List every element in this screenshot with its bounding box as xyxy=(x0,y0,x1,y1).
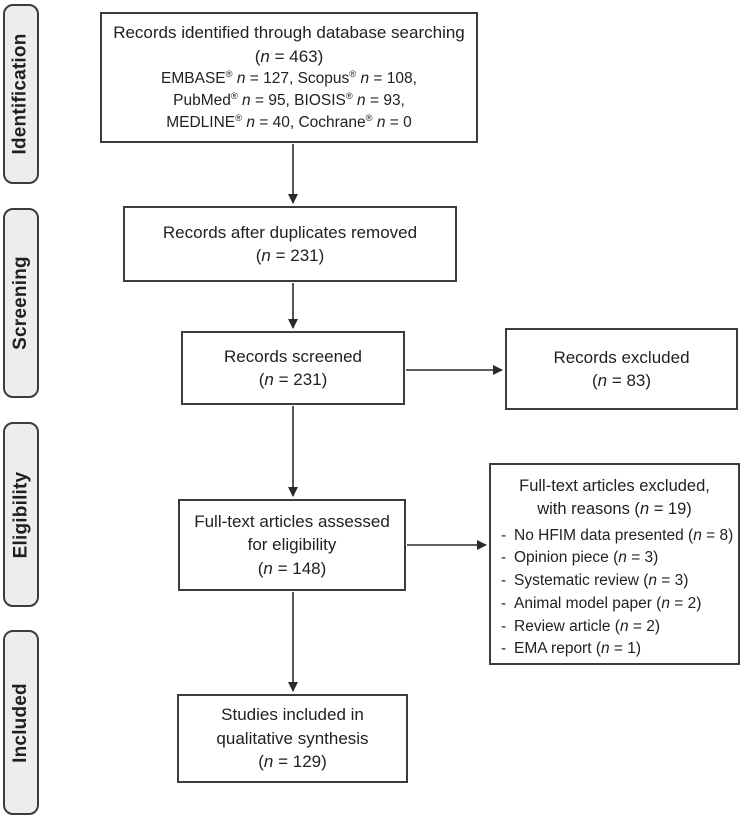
fulltext-excluded-title-line: Full-text articles excluded, xyxy=(519,477,710,495)
fulltext-assessed-title-line: for eligibility xyxy=(247,535,337,555)
reason-text: EMA report (n = 1) xyxy=(514,640,642,658)
stage-eligibility-label: Eligibility xyxy=(10,471,31,558)
fulltext-assessed-count: (n = 148) xyxy=(257,558,327,578)
stage-screening-label: Screening xyxy=(10,256,32,350)
reason-bullet: - xyxy=(501,572,507,590)
studies-included-count: (n = 129) xyxy=(258,752,327,772)
reason-text: Systematic review (n = 3) xyxy=(514,572,689,590)
box-records-screened: Records screened (n = 231) xyxy=(181,331,405,405)
records-screened-count: (n = 231) xyxy=(258,370,328,389)
stage-included: Included xyxy=(3,630,39,815)
reason-bullet: - xyxy=(501,640,507,658)
box-studies-included: Studies included in qualitative synthesi… xyxy=(177,694,408,783)
exclusion-reason: - Opinion piece (n = 3) xyxy=(501,547,732,570)
fulltext-excluded-reason-list: - No HFIM data presented (n = 8) - Opini… xyxy=(491,521,738,662)
records-identified-sources-line: MEDLINE® n = 40, Cochrane® n = 0 xyxy=(166,112,412,131)
stage-eligibility: Eligibility xyxy=(3,422,39,607)
exclusion-reason: - Systematic review (n = 3) xyxy=(501,570,732,593)
records-identified-title: Records identified through database sear… xyxy=(113,23,465,43)
stage-included-label: Included xyxy=(10,682,31,763)
reason-bullet: - xyxy=(501,594,507,612)
records-identified-sources-line: EMBASE® n = 127, Scopus® n = 108, xyxy=(161,68,417,87)
reason-bullet: - xyxy=(501,617,507,635)
studies-included-title-line: Studies included in xyxy=(221,705,364,725)
fulltext-assessed-title-line: Full-text articles assessed xyxy=(194,511,390,531)
exclusion-reason: - No HFIM data presented (n = 8) xyxy=(501,525,734,548)
stage-identification: Identification xyxy=(3,4,39,184)
reason-bullet: - xyxy=(501,526,507,544)
reason-bullet: - xyxy=(501,549,507,567)
stage-identification-label: Identification xyxy=(10,33,31,155)
fulltext-excluded-title-line: with reasons (n = 19) xyxy=(537,499,692,518)
records-identified-sources-line: PubMed® n = 95, BIOSIS® n = 93, xyxy=(173,90,405,109)
records-excluded-count: (n = 83) xyxy=(591,371,652,390)
box-fulltext-assessed: Full-text articles assessed for eligibil… xyxy=(178,499,406,591)
reason-text: Animal model paper (n = 2) xyxy=(514,594,702,612)
box-records-excluded: Records excluded (n = 83) xyxy=(505,328,738,410)
duplicates-removed-count: (n = 231) xyxy=(255,246,325,265)
studies-included-title-line: qualitative synthesis xyxy=(216,728,369,748)
exclusion-reason: - Animal model paper (n = 2) xyxy=(501,593,732,616)
exclusion-reason: - Review article (n = 2) xyxy=(501,616,732,639)
reason-text: Review article (n = 2) xyxy=(514,617,661,635)
exclusion-reason: - EMA report (n = 1) xyxy=(501,638,732,661)
stage-screening: Screening xyxy=(3,208,39,398)
duplicates-removed-title: Records after duplicates removed xyxy=(162,222,418,242)
box-duplicates-removed: Records after duplicates removed (n = 23… xyxy=(123,206,457,282)
records-excluded-title: Records excluded xyxy=(553,347,690,367)
reason-text: No HFIM data presented (n = 8) xyxy=(514,526,734,544)
reason-text: Opinion piece (n = 3) xyxy=(514,549,659,567)
records-screened-title: Records screened xyxy=(224,346,362,366)
box-records-identified: Records identified through database sear… xyxy=(100,12,478,143)
box-fulltext-excluded: Full-text articles excluded, with reason… xyxy=(489,463,740,665)
records-identified-count: (n = 463) xyxy=(254,46,324,66)
